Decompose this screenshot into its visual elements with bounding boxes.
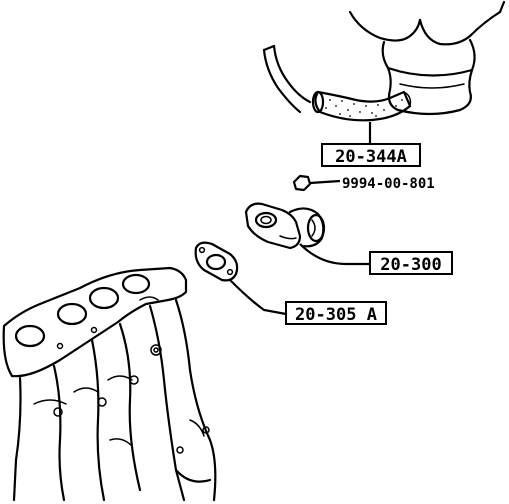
label-nut: 9994-00-801	[342, 176, 435, 192]
label-thermostat: 20-300	[380, 255, 441, 275]
callout-gasket: 20-305 A	[229, 279, 387, 325]
intake-manifold	[2, 266, 217, 502]
thermostat-housing	[244, 202, 326, 250]
bypass-pipe	[262, 44, 312, 114]
nut: 9994-00-801	[292, 174, 435, 192]
label-hose: 20-344A	[335, 147, 407, 167]
radiator-hose	[311, 90, 412, 122]
gasket	[194, 241, 239, 282]
callout-hose: 20-344A	[321, 122, 421, 167]
label-gasket: 20-305 A	[295, 305, 377, 325]
callout-thermostat: 20-300	[299, 243, 453, 275]
water-outlet-housing	[348, 0, 506, 116]
